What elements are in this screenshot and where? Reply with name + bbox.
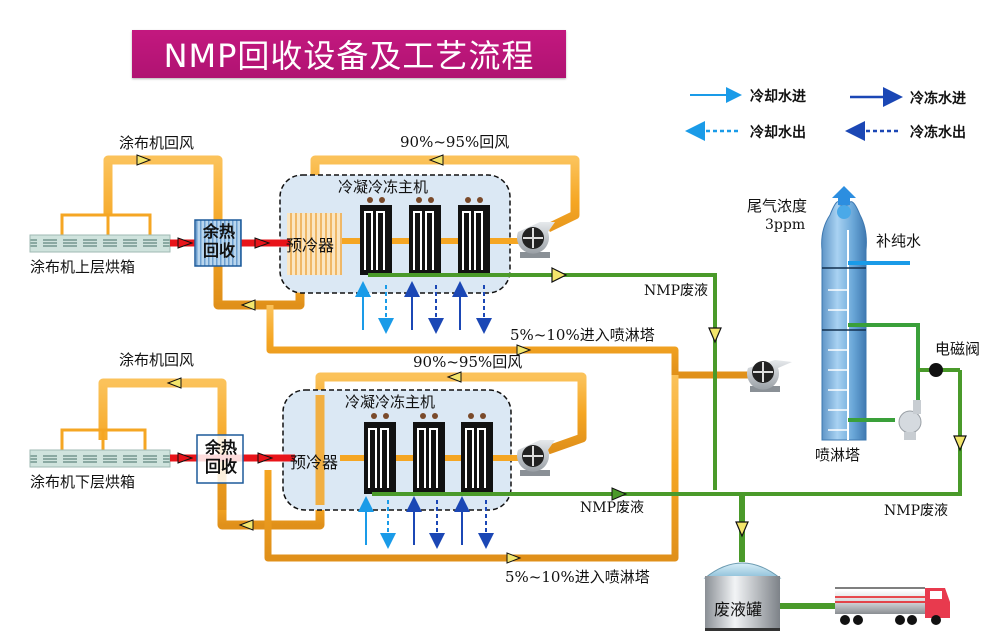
makeup-water-label: 补纯水 <box>876 232 922 250</box>
lower-return-air-label: 涂布机回风 <box>119 351 195 369</box>
tanker-truck-icon <box>835 587 950 625</box>
upper-to-tower-label: 5%~10%进入喷淋塔 <box>510 326 655 344</box>
solenoid-valve-icon <box>929 363 943 377</box>
lower-precooler-label: 预冷器 <box>290 453 339 472</box>
heat-recovery-label-line-1: 余热 <box>204 438 237 457</box>
coil <box>413 413 445 494</box>
lower-oven-label: 涂布机下层烘箱 <box>30 473 136 491</box>
upper-chiller-label: 冷凝冷冻主机 <box>338 178 429 196</box>
coil <box>360 197 392 275</box>
tower-recirc-line <box>848 323 920 410</box>
upper-oven <box>29 234 171 253</box>
valve-label: 电磁阀 <box>935 340 981 358</box>
lower-heat-recovery-box <box>196 434 244 484</box>
tower-label: 喷淋塔 <box>815 446 861 464</box>
exhaust-value: 3ppm <box>765 217 806 233</box>
flow-arrow <box>551 267 568 283</box>
lower-coils <box>364 413 493 494</box>
upper-heat-recovery-box <box>194 219 242 267</box>
tower-waste-label: NMP废液 <box>884 503 949 519</box>
lower-waste-line <box>372 370 962 496</box>
upper-to-tower-pipe <box>266 305 755 379</box>
upper-heat-recovery-label: 余热 回收 <box>197 222 241 260</box>
page-title: NMP回收设备及工艺流程 <box>163 37 535 75</box>
heat-recovery-label-line-2: 回收 <box>204 457 237 476</box>
coil <box>409 197 441 275</box>
coil <box>458 197 490 275</box>
flow-arrow <box>708 327 722 344</box>
lower-chiller-enclosure <box>282 389 512 511</box>
upper-coils <box>360 197 490 275</box>
title-banner: NMP回收设备及工艺流程 <box>132 30 566 78</box>
tower-section <box>703 186 967 631</box>
lower-to-tower-pipe <box>264 375 679 562</box>
circulation-pump-icon <box>898 400 922 440</box>
legend-cooling-water-out: 冷却水出 <box>750 125 806 141</box>
lower-water-lines <box>358 496 494 549</box>
upper-precooler <box>287 213 342 275</box>
upper-water-lines <box>355 281 492 334</box>
upper-line <box>29 154 755 490</box>
legend <box>685 87 903 141</box>
tower-fan-icon <box>747 360 792 392</box>
upper-return-air-label: 涂布机回风 <box>119 134 195 152</box>
tank-label: 废液罐 <box>714 600 763 619</box>
legend-chilled-water-in: 冷冻水进 <box>910 91 966 107</box>
heat-recovery-label-line-2: 回收 <box>202 241 235 260</box>
exhaust-arrow-icon <box>832 186 856 205</box>
upper-fan-icon <box>517 222 555 258</box>
upper-waste-label: NMP废液 <box>644 283 709 299</box>
lower-recirc-label: 90%~95%回风 <box>413 353 523 371</box>
lower-line <box>29 370 962 564</box>
upper-precooler-label: 预冷器 <box>286 236 335 255</box>
lower-fan-icon <box>517 440 555 476</box>
lower-chiller-label: 冷凝冷冻主机 <box>345 393 436 411</box>
coil <box>461 413 493 494</box>
lower-heat-recovery-label: 余热 回收 <box>199 438 243 476</box>
upper-oven-label: 涂布机上层烘箱 <box>30 258 136 276</box>
legend-cooling-water-in: 冷却水进 <box>750 89 806 105</box>
lower-waste-label: NMP废液 <box>580 500 645 516</box>
upper-recirc-label: 90%~95%回风 <box>400 133 510 151</box>
lower-oven <box>29 449 171 468</box>
exhaust-label: 尾气浓度 <box>747 197 808 215</box>
lower-to-tower-label: 5%~10%进入喷淋塔 <box>505 568 650 586</box>
upper-waste-line <box>368 273 717 490</box>
legend-chilled-water-out: 冷冻水出 <box>910 125 966 141</box>
coil <box>364 413 396 494</box>
heat-recovery-label-line-1: 余热 <box>202 222 235 241</box>
spray-tower <box>821 201 867 441</box>
waste-tank-icon <box>703 562 782 631</box>
